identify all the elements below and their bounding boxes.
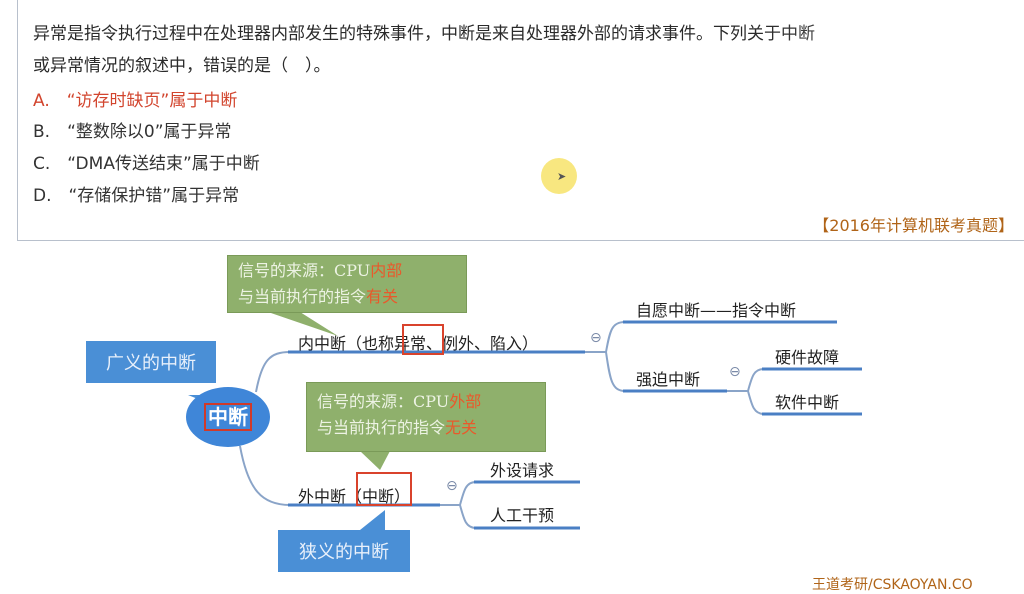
forced-interrupt-node[interactable]: 强迫中断: [636, 370, 701, 389]
internal-interrupt-node[interactable]: 内中断（也称异常、例外、陷入）: [298, 334, 539, 353]
hardware-fault-node[interactable]: 硬件故障: [775, 348, 840, 367]
cursor-highlight: [541, 158, 577, 194]
option-c[interactable]: C. “DMA传送结束”属于中断: [33, 154, 260, 174]
center-node-label: 中断: [204, 403, 252, 431]
peripheral-request-node[interactable]: 外设请求: [490, 461, 555, 480]
highlight-box-interrupt: [356, 472, 412, 506]
collapse-icon[interactable]: ⊖: [446, 478, 458, 494]
highlight-box-exception: [402, 324, 444, 355]
stem-line-1: 异常是指令执行过程中在处理器内部发生的特殊事件，中断是来自处理器外部的请求事件。…: [33, 24, 815, 44]
callout-text: 信号的来源：CPU: [317, 392, 450, 411]
option-b[interactable]: B. “整数除以0”属于异常: [33, 122, 232, 142]
callout-text: 与当前执行的指令: [238, 287, 367, 306]
narrow-interrupt-callout: 狭义的中断: [278, 530, 410, 572]
watermark: 王道考研/CSKAOYAN.CO: [812, 577, 973, 593]
callout-highlight: 外部: [449, 392, 482, 411]
option-a[interactable]: A. “访存时缺页”属于中断: [33, 91, 238, 111]
question-source: 【2016年计算机联考真题】: [813, 216, 1014, 235]
center-node[interactable]: 中断: [186, 387, 270, 447]
collapse-icon[interactable]: ⊖: [729, 364, 741, 380]
top-right-fade: [764, 0, 1024, 70]
broad-interrupt-label: 广义的中断: [106, 353, 196, 374]
callout-text: 与当前执行的指令: [317, 418, 446, 437]
callout-text: 信号的来源：CPU: [238, 261, 371, 280]
option-d[interactable]: D. “存储保护错”属于异常: [33, 186, 240, 206]
voluntary-interrupt-node[interactable]: 自愿中断——指令中断: [636, 301, 797, 320]
narrow-interrupt-label: 狭义的中断: [299, 542, 389, 563]
internal-source-callout: 信号的来源：CPU内部 与当前执行的指令有关: [227, 255, 467, 313]
collapse-icon[interactable]: ⊖: [590, 330, 602, 346]
broad-interrupt-callout: 广义的中断: [86, 341, 216, 383]
external-source-callout: 信号的来源：CPU外部 与当前执行的指令无关: [306, 382, 546, 452]
manual-intervention-node[interactable]: 人工干预: [490, 506, 555, 525]
stem-line-2: 或异常情况的叙述中，错误的是（ ）。: [33, 56, 331, 76]
callout-highlight: 有关: [366, 287, 399, 306]
callout-highlight: 内部: [370, 261, 403, 280]
external-interrupt-node[interactable]: 外中断（中断）: [298, 487, 411, 506]
callout-highlight: 无关: [445, 418, 478, 437]
question-stem: 异常是指令执行过程中在处理器内部发生的特殊事件，中断是来自处理器外部的请求事件。…: [33, 18, 1013, 82]
cursor-arrow-icon: ➤: [557, 170, 567, 183]
software-interrupt-node[interactable]: 软件中断: [775, 393, 840, 412]
